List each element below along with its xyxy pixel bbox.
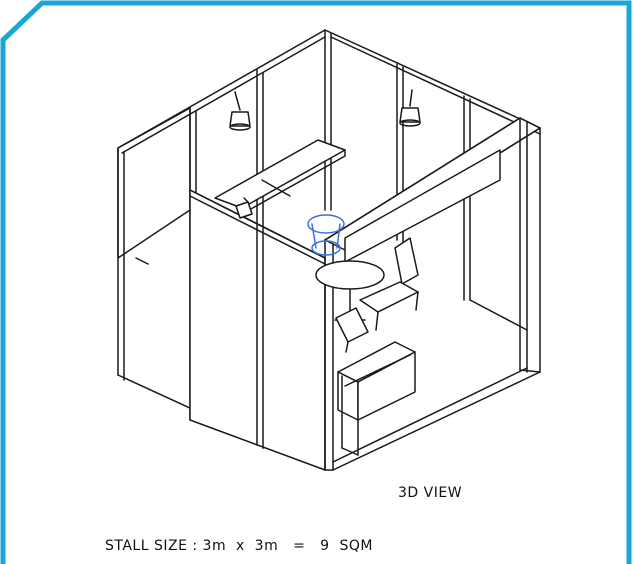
back-wall	[324, 29, 541, 301]
table-icon	[315, 260, 385, 321]
counter-icon	[337, 341, 416, 456]
floor	[332, 299, 541, 471]
highlight-disc	[307, 214, 345, 256]
chair-icon	[335, 307, 369, 353]
wall-shelf	[214, 139, 346, 215]
spotlight-icon	[399, 89, 421, 127]
fascia-beam	[324, 117, 541, 263]
spotlight-icon	[229, 91, 251, 131]
chair-icon	[359, 237, 419, 331]
spotlight-icon	[235, 197, 253, 219]
stall-size-label: STALL SIZE : 3m x 3m = 9 SQM	[105, 538, 373, 554]
front-left-wall	[189, 189, 326, 471]
view-label: 3D VIEW	[398, 485, 463, 501]
